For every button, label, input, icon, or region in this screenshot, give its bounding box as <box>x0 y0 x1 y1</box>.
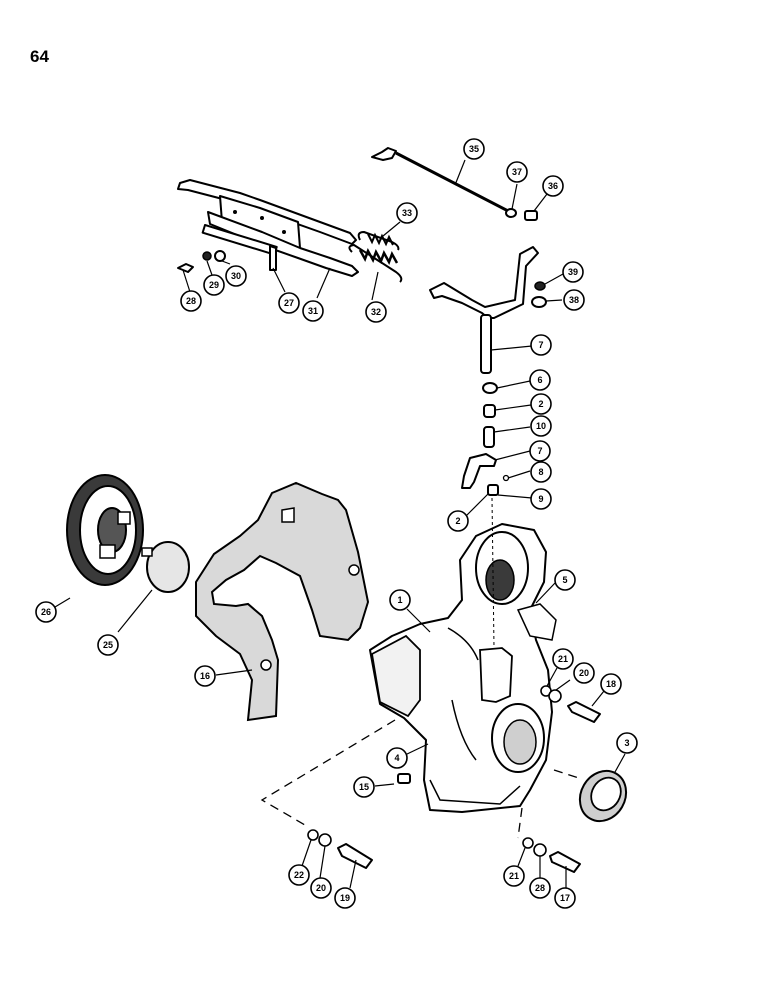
svg-text:21: 21 <box>509 871 519 881</box>
svg-text:5: 5 <box>562 575 567 585</box>
callout-20-lower: 20 <box>310 877 332 899</box>
lever-nuts <box>531 273 564 308</box>
callout-6: 6 <box>529 369 551 391</box>
svg-text:17: 17 <box>560 893 570 903</box>
callout-3: 3 <box>616 732 638 754</box>
callout-8: 8 <box>530 461 552 483</box>
thrust-plate <box>117 541 190 633</box>
front-cover-housing <box>369 497 557 813</box>
callout-18: 18 <box>600 673 622 695</box>
svg-text:16: 16 <box>200 671 210 681</box>
timing-cover-gasket <box>195 481 370 722</box>
svg-text:28: 28 <box>186 296 196 306</box>
lower-right-fasteners <box>517 837 581 888</box>
callout-29: 29 <box>203 274 225 296</box>
upper-right-fasteners <box>540 667 605 723</box>
svg-text:2: 2 <box>538 399 543 409</box>
callout-4: 4 <box>386 747 408 769</box>
svg-text:8: 8 <box>538 467 543 477</box>
callout-15: 15 <box>353 776 375 798</box>
governor-lever-assembly <box>429 246 539 374</box>
svg-text:32: 32 <box>371 307 381 317</box>
svg-text:20: 20 <box>316 883 326 893</box>
svg-text:30: 30 <box>231 271 241 281</box>
svg-text:25: 25 <box>103 640 113 650</box>
svg-text:6: 6 <box>537 375 542 385</box>
svg-text:33: 33 <box>402 208 412 218</box>
svg-text:9: 9 <box>538 494 543 504</box>
svg-text:15: 15 <box>359 782 369 792</box>
callout-17: 17 <box>554 887 576 909</box>
throttle-lever-and-bracket <box>177 179 359 299</box>
svg-text:22: 22 <box>294 870 304 880</box>
svg-text:35: 35 <box>469 144 479 154</box>
callout-38: 38 <box>563 289 585 311</box>
bracket-bolt-and-washers <box>177 250 231 293</box>
callout-26: 26 <box>35 601 57 623</box>
callout-31: 31 <box>302 300 324 322</box>
svg-text:28: 28 <box>535 883 545 893</box>
svg-text:10: 10 <box>536 421 546 431</box>
callout-37: 37 <box>506 161 528 183</box>
callout-10: 10 <box>530 415 552 437</box>
callout-7-upper: 7 <box>530 334 552 356</box>
svg-text:38: 38 <box>569 295 579 305</box>
callout-35: 35 <box>463 138 485 160</box>
callout-25: 25 <box>97 634 119 656</box>
callout-39: 39 <box>562 261 584 283</box>
svg-text:26: 26 <box>41 607 51 617</box>
callout-30: 30 <box>225 265 247 287</box>
svg-text:29: 29 <box>209 280 219 290</box>
svg-text:4: 4 <box>394 753 399 763</box>
callout-28: 28 <box>180 290 202 312</box>
governor-springs <box>348 221 403 301</box>
timing-gear <box>54 474 144 608</box>
svg-text:7: 7 <box>537 446 542 456</box>
throttle-rod <box>371 147 511 214</box>
svg-text:7: 7 <box>538 340 543 350</box>
svg-text:39: 39 <box>568 267 578 277</box>
callout-21-upper: 21 <box>552 648 574 670</box>
svg-text:27: 27 <box>284 298 294 308</box>
svg-text:20: 20 <box>579 668 589 678</box>
callout-9: 9 <box>530 488 552 510</box>
rod-nut-and-clip <box>505 183 548 221</box>
callout-36: 36 <box>542 175 564 197</box>
svg-text:1: 1 <box>397 595 402 605</box>
callout-19: 19 <box>334 887 356 909</box>
svg-text:36: 36 <box>548 181 558 191</box>
callout-2-upper: 2 <box>530 393 552 415</box>
svg-text:21: 21 <box>558 654 568 664</box>
callout-33: 33 <box>396 202 418 224</box>
callout-2-lower: 2 <box>447 510 469 532</box>
callout-28-lower: 28 <box>529 877 551 899</box>
callout-16: 16 <box>194 665 216 687</box>
dowel-and-plug <box>374 743 429 787</box>
callout-32: 32 <box>365 301 387 323</box>
svg-text:37: 37 <box>512 167 522 177</box>
callout-22: 22 <box>288 864 310 886</box>
page-number: 64 <box>30 47 49 66</box>
oil-seal <box>578 753 628 823</box>
shaft-parts-stack <box>461 380 533 517</box>
svg-text:3: 3 <box>624 738 629 748</box>
callout-7-lower: 7 <box>529 440 551 462</box>
callout-27: 27 <box>278 292 300 314</box>
callout-21-lower: 21 <box>503 865 525 887</box>
callout-1: 1 <box>389 589 411 611</box>
callout-5: 5 <box>554 569 576 591</box>
callout-20-upper: 20 <box>573 662 595 684</box>
svg-text:2: 2 <box>455 516 460 526</box>
svg-text:31: 31 <box>308 306 318 316</box>
svg-text:19: 19 <box>340 893 350 903</box>
svg-text:18: 18 <box>606 679 616 689</box>
lower-left-fasteners <box>301 829 373 889</box>
alignment-lines <box>260 719 583 839</box>
